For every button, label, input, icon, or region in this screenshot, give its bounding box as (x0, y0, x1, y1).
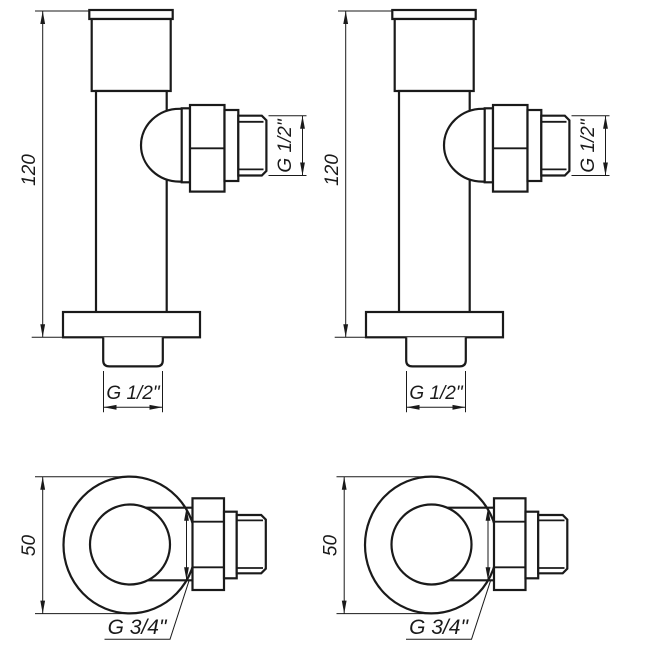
body-outer-circle (62, 475, 198, 615)
outlet-thread-top-view (235, 513, 267, 575)
cap-top-flange (88, 8, 174, 21)
outlet-washer-top-view (222, 510, 238, 580)
height-dim-label-left: 120 (19, 154, 40, 186)
diameter-dim-label-right: 50 (321, 535, 342, 557)
union-thread-dim-label-right: G 3/4" (409, 616, 469, 639)
bottom-connector (102, 337, 164, 368)
side-thread-dim-label-right: G 1/2" (578, 118, 599, 172)
diameter-dim-label-left: 50 (19, 535, 40, 557)
cap-body (90, 17, 172, 93)
front-view-left (31, 8, 307, 413)
height-dim-label-right: 120 (322, 154, 343, 186)
side-thread-dim-label-left: G 1/2" (275, 118, 296, 172)
union-nut-top-view (191, 497, 226, 592)
top-view-left (35, 475, 267, 640)
front-view-right (335, 10, 610, 412)
outlet-thread (237, 114, 268, 177)
bottom-thread-dim-label-right: G 1/2" (409, 383, 463, 404)
base-flange (61, 310, 202, 339)
outlet-washer (223, 108, 240, 183)
outlet-dome (139, 107, 190, 183)
bottom-thread-dim-label-left: G 1/2" (106, 383, 160, 404)
union-thread-dim-label-left: G 3/4" (108, 616, 168, 639)
top-view-right (337, 477, 568, 640)
outlet-ring (180, 107, 192, 184)
body-inner-circle (88, 503, 172, 586)
leader-line-union-thread (169, 580, 190, 640)
